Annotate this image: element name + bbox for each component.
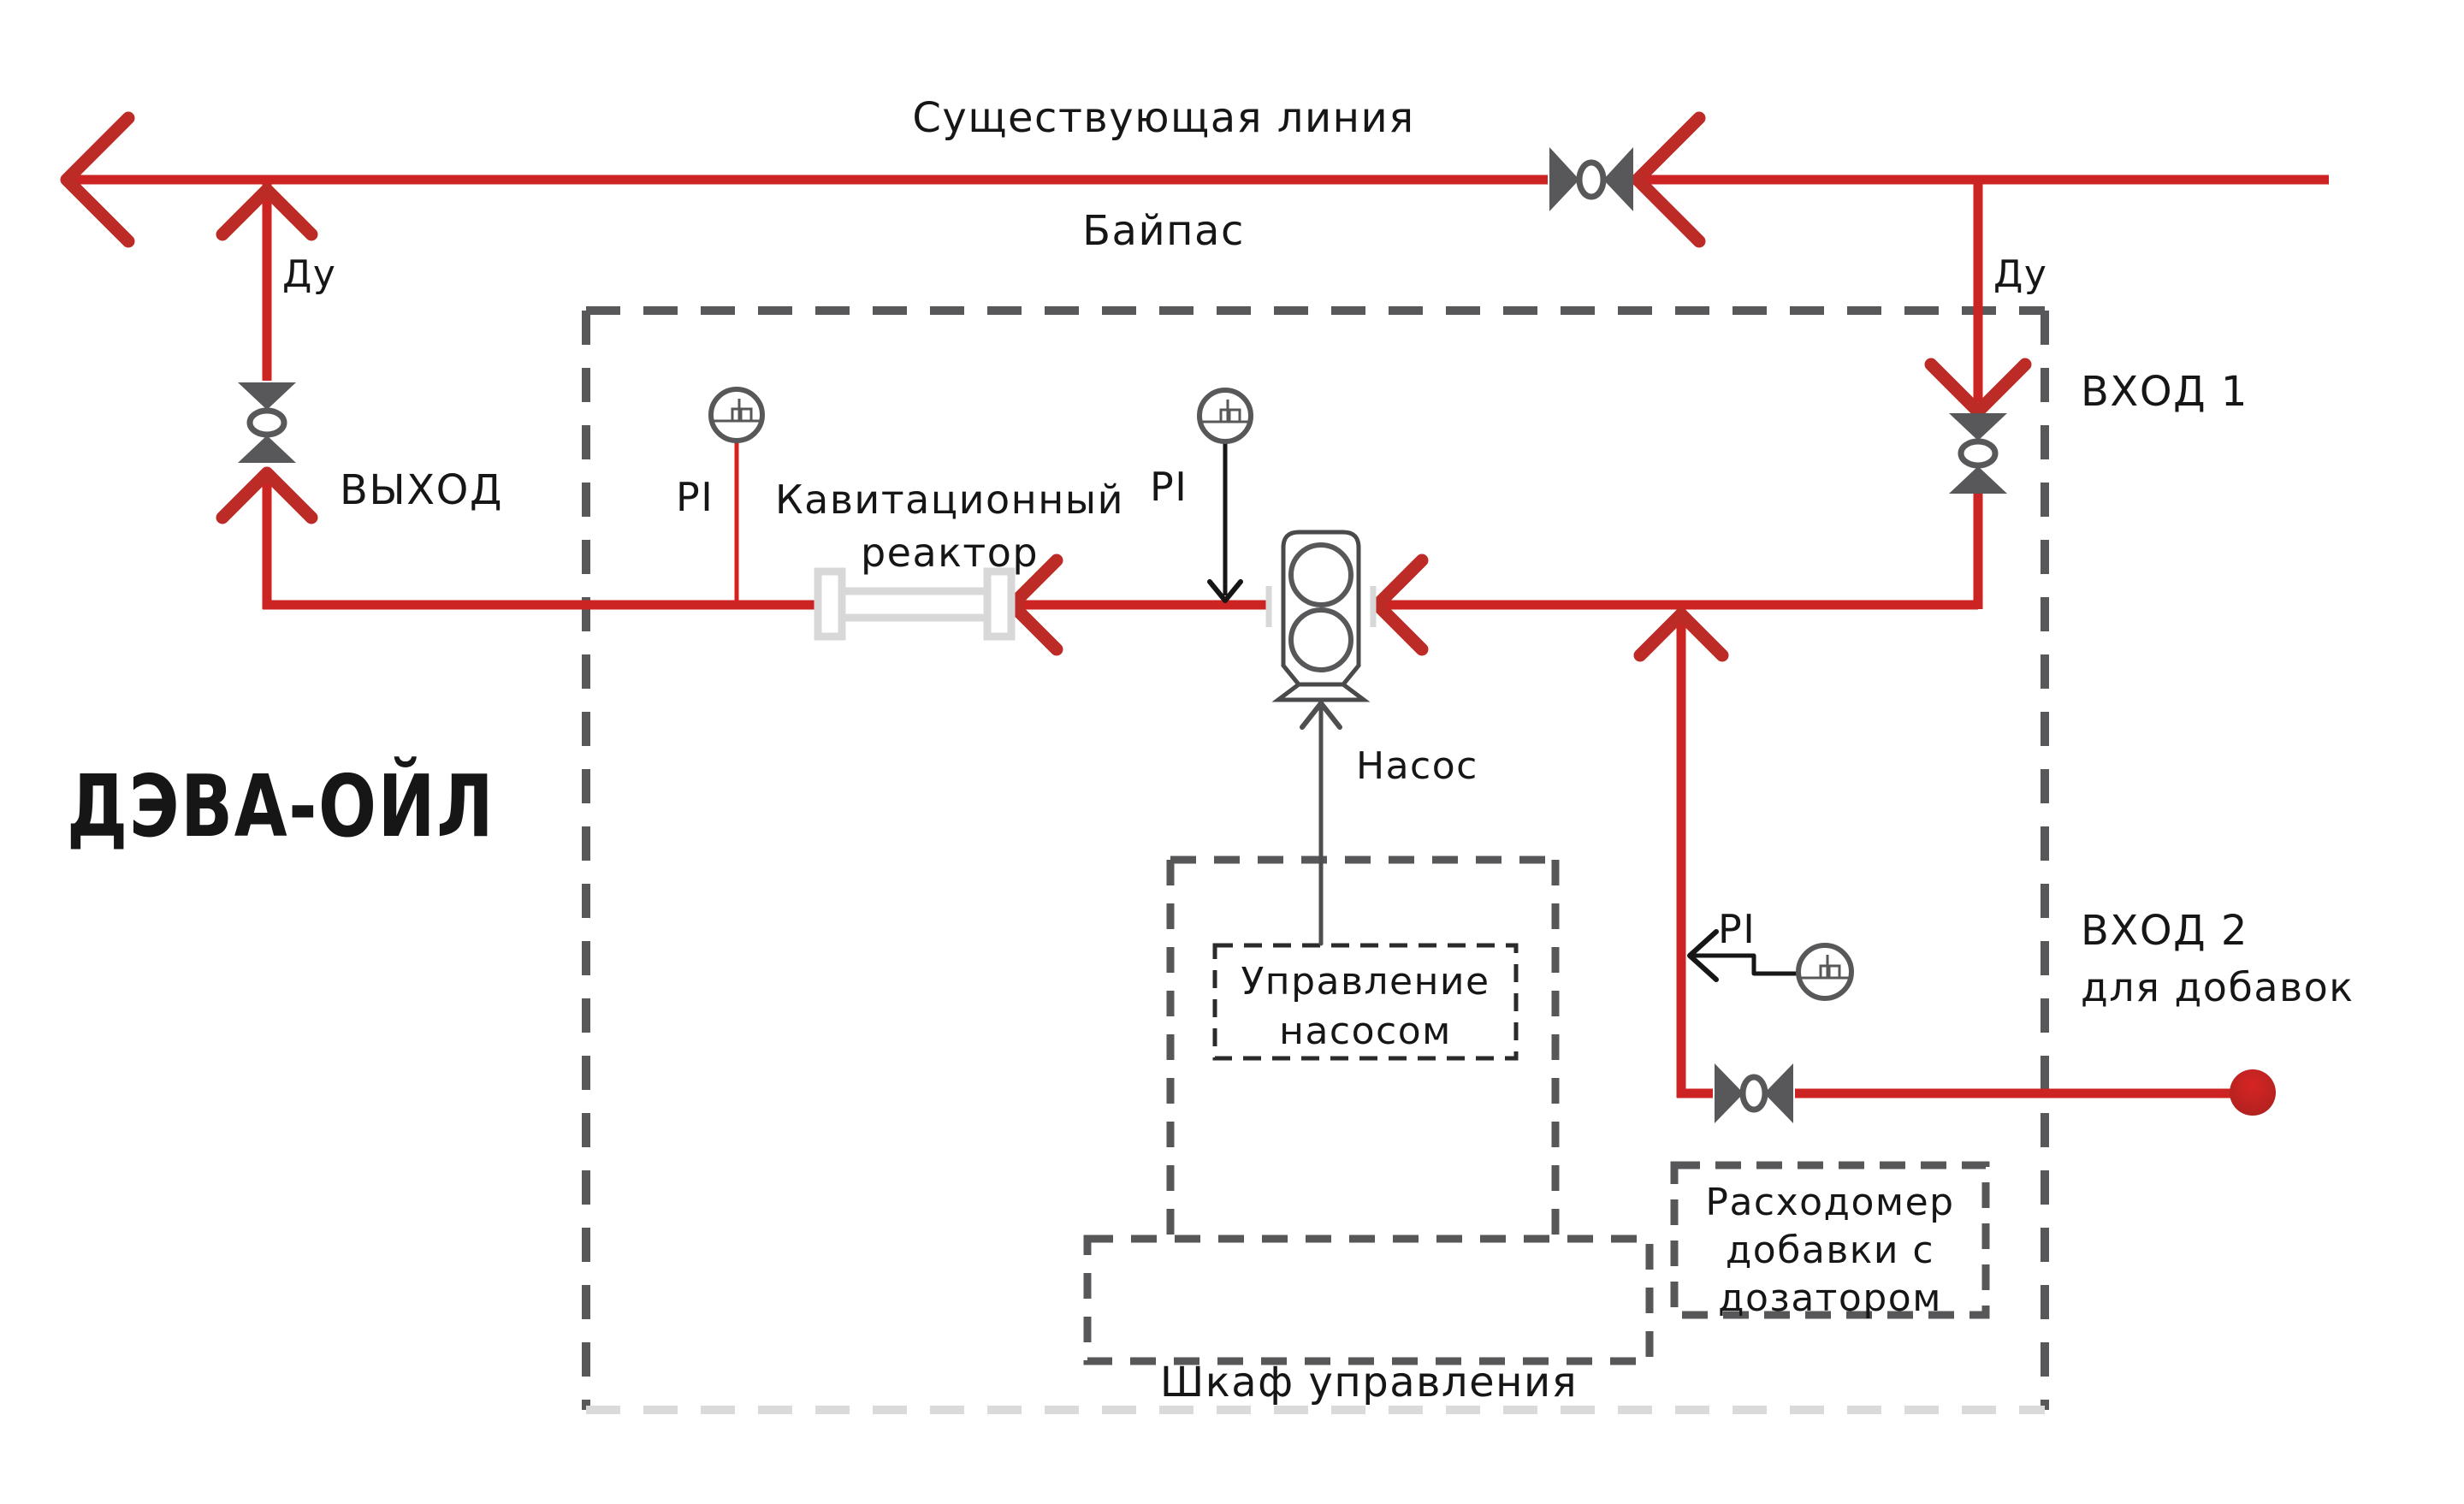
inlet1-valve	[1949, 413, 2007, 494]
arrow-into-pump	[1371, 554, 1429, 656]
pi-gauge-1	[708, 387, 765, 601]
arrow-inlet1-down	[1924, 358, 2032, 418]
flowmeter-box	[1670, 1161, 1990, 1319]
pump-control-label-line2: насосом	[1279, 1010, 1452, 1053]
inlet2-label: ВХОД 2	[2081, 907, 2248, 955]
pi2-label: PI	[1150, 464, 1188, 510]
arrow-outlet-top	[216, 183, 318, 241]
pi-gauge-2	[1197, 388, 1253, 603]
existing-line-label: Существующая линия	[912, 94, 1415, 142]
inlet2-end-dot	[2230, 1069, 2276, 1116]
pump-label: Насос	[1356, 744, 1478, 788]
flowmeter-label-line3: дозатором	[1718, 1276, 1942, 1320]
outlet-label: ВЫХОД	[340, 466, 503, 514]
pump-control-label-line1: Управление	[1241, 960, 1490, 1004]
bypass-valve	[1549, 147, 1633, 211]
inlet2-sub-label: для добавок	[2081, 964, 2354, 1010]
bypass-label: Байпас	[1082, 207, 1245, 255]
pi1-label: PI	[676, 474, 714, 520]
du-right-label: Ду	[1993, 252, 2048, 296]
reactor-label-line2: реактор	[860, 530, 1040, 576]
reactor-label-line1: Кавитационный	[774, 477, 1125, 523]
page-title: ДЭВА-ОЙЛ	[67, 756, 495, 856]
inlet1-label: ВХОД 1	[2081, 368, 2248, 416]
arrow-outlet-mid	[216, 466, 318, 524]
pump-symbol	[1265, 530, 1377, 702]
arrow-bypass	[1631, 111, 1706, 248]
control-cabinet-box	[1083, 856, 1654, 1365]
pump-control-box	[1212, 943, 1519, 1061]
du-left-label: Ду	[282, 252, 337, 296]
pi-gauge-3	[1687, 929, 1854, 1001]
inlet2-valve	[1715, 1063, 1793, 1123]
pipes	[73, 175, 2329, 1098]
pump-control-line	[1300, 701, 1342, 946]
pi3-label: PI	[1718, 906, 1756, 952]
arrow-inlet2-up	[1633, 607, 1729, 662]
flowmeter-label-line2: добавки с	[1725, 1229, 1935, 1272]
outlet-valve	[238, 382, 296, 463]
unit-boundary-box	[582, 306, 2049, 1414]
cavitation-reactor-symbol	[814, 567, 1016, 641]
control-cabinet-label: Шкаф управления	[1159, 1359, 1578, 1406]
flowmeter-label-line1: Расходомер	[1705, 1181, 1955, 1224]
arrow-existing-left	[60, 111, 135, 248]
